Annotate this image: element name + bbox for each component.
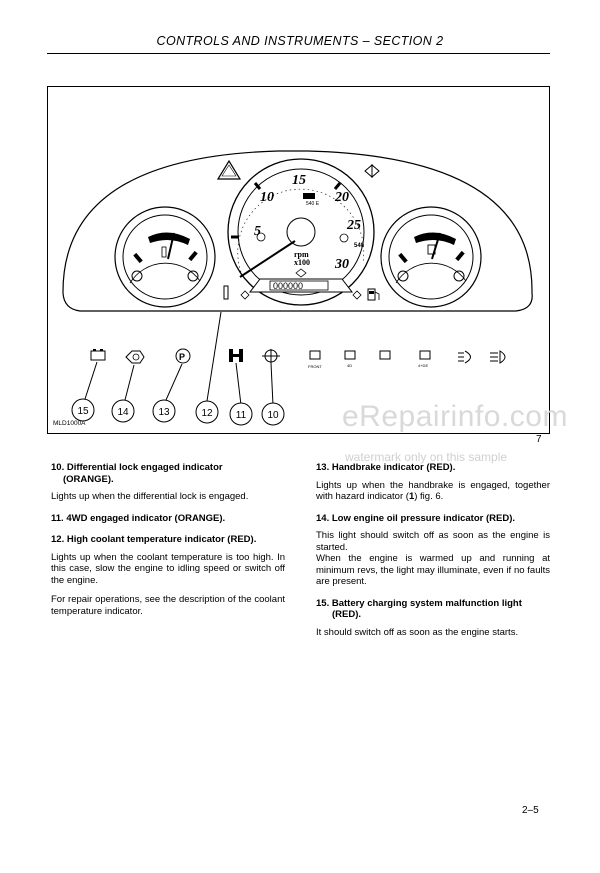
- dashboard-outline: [62, 150, 533, 312]
- callout-14-label: 14: [117, 407, 129, 418]
- callout-14: 14: [111, 399, 135, 423]
- pto-540-label: 540: [354, 243, 365, 249]
- page-number: 2–5: [522, 805, 539, 816]
- speedo-tick-25: 25: [346, 218, 361, 233]
- section-10-body: Lights up when the differential lock is …: [51, 491, 249, 502]
- callout-15: 15: [71, 398, 95, 422]
- pto-front-label: FRONT: [308, 364, 322, 369]
- four-wd-auto-icon: 4D: [344, 350, 356, 368]
- callout-13-label: 13: [158, 407, 170, 418]
- section-13-body: Lights up when the handbrake is engaged,…: [316, 479, 550, 503]
- section-12-body-1: Lights up when the coolant temperature i…: [51, 551, 285, 586]
- four-de-icon: 4+DE: [418, 350, 431, 368]
- callout-10: 10: [261, 402, 285, 426]
- figure-number: 7: [536, 434, 542, 445]
- pto-540e-label: 540 E: [306, 201, 320, 207]
- right-text-column: 13. Handbrake indicator (RED). Lights up…: [316, 462, 550, 646]
- four-wd-icon: [229, 349, 243, 362]
- callout-11-label: 11: [236, 410, 247, 421]
- fuel-level-gauge: [380, 206, 482, 308]
- header-rule: [47, 53, 550, 54]
- section-15-body: It should switch off as soon as the engi…: [316, 626, 519, 638]
- callout-13: 13: [152, 399, 176, 423]
- fuel-pump-icon: [367, 288, 380, 301]
- oil-can-icon: [125, 350, 145, 364]
- battery-icon: [90, 349, 106, 361]
- four-de-label: 4+DE: [418, 363, 428, 368]
- coolant-temperature-gauge: [114, 206, 216, 308]
- pto-rear-icon: [379, 350, 391, 360]
- speedo-tick-15: 15: [292, 173, 306, 188]
- thermometer-icon: [223, 285, 229, 300]
- svg-text:P: P: [179, 352, 185, 362]
- section-14-body-2: When the engine is warmed up and running…: [316, 553, 550, 587]
- section-14-title: 14. Low engine oil pressure indicator (R…: [316, 512, 516, 524]
- figure-code: MLD1000A: [53, 420, 86, 427]
- instrument-panel-figure: 5 10 15 20 25 30 rpm x100 540 E 540 0000…: [47, 86, 550, 434]
- section-12-title: 12. High coolant temperature indicator (…: [51, 534, 257, 545]
- handbrake-icon: P: [175, 348, 191, 364]
- page-header-title: CONTROLS AND INSTRUMENTS – SECTION 2: [156, 34, 444, 48]
- rpm-label: rpm: [294, 250, 309, 259]
- section-10-title: 10. Differential lock engaged indicator …: [51, 462, 223, 485]
- speedo-tick-10: 10: [260, 190, 274, 205]
- callout-10-label: 10: [267, 410, 279, 421]
- four-wd-label: 4D: [347, 363, 352, 368]
- hour-counter: 000000: [240, 278, 362, 300]
- watermark-brand: eRepairinfo.com: [342, 400, 568, 433]
- hazard-icon: [216, 159, 242, 180]
- tachometer: 5 10 15 20 25 30 rpm x100 540 E 540: [227, 158, 375, 306]
- pto-front-icon: FRONT: [308, 350, 322, 369]
- callout-12: 12: [195, 400, 219, 424]
- callout-leaders: [84, 311, 274, 406]
- dashboard-illustration: 5 10 15 20 25 30 rpm x100 540 E 540 0000…: [62, 150, 533, 426]
- differential-lock-icon: [262, 349, 280, 363]
- hour-counter-digits: 000000: [273, 281, 303, 291]
- rpm-multiplier: x100: [294, 258, 310, 267]
- speedo-tick-20: 20: [334, 190, 349, 205]
- callout-12-label: 12: [201, 408, 213, 419]
- section-13-title: 13. Handbrake indicator (RED).: [316, 462, 456, 473]
- callout-11: 11: [229, 402, 253, 426]
- section-11-title: 11. 4WD engaged indicator (ORANGE).: [51, 512, 226, 524]
- left-text-column: 10. Differential lock engaged indicator …: [51, 462, 285, 625]
- turn-signal-icon: [364, 163, 380, 179]
- speedo-tick-5: 5: [254, 224, 261, 239]
- section-14-body-1: This light should switch off as soon as …: [316, 530, 550, 553]
- callout-15-label: 15: [77, 406, 89, 417]
- section-15-title: 15. Battery charging system malfunction …: [316, 597, 522, 621]
- watermark-note: watermark only on this sample: [345, 450, 508, 464]
- speedo-tick-30: 30: [334, 257, 349, 272]
- section-12-body-2: For repair operations, see the descripti…: [51, 594, 285, 617]
- headlight-icon: [490, 350, 506, 364]
- work-light-icon: [458, 350, 471, 364]
